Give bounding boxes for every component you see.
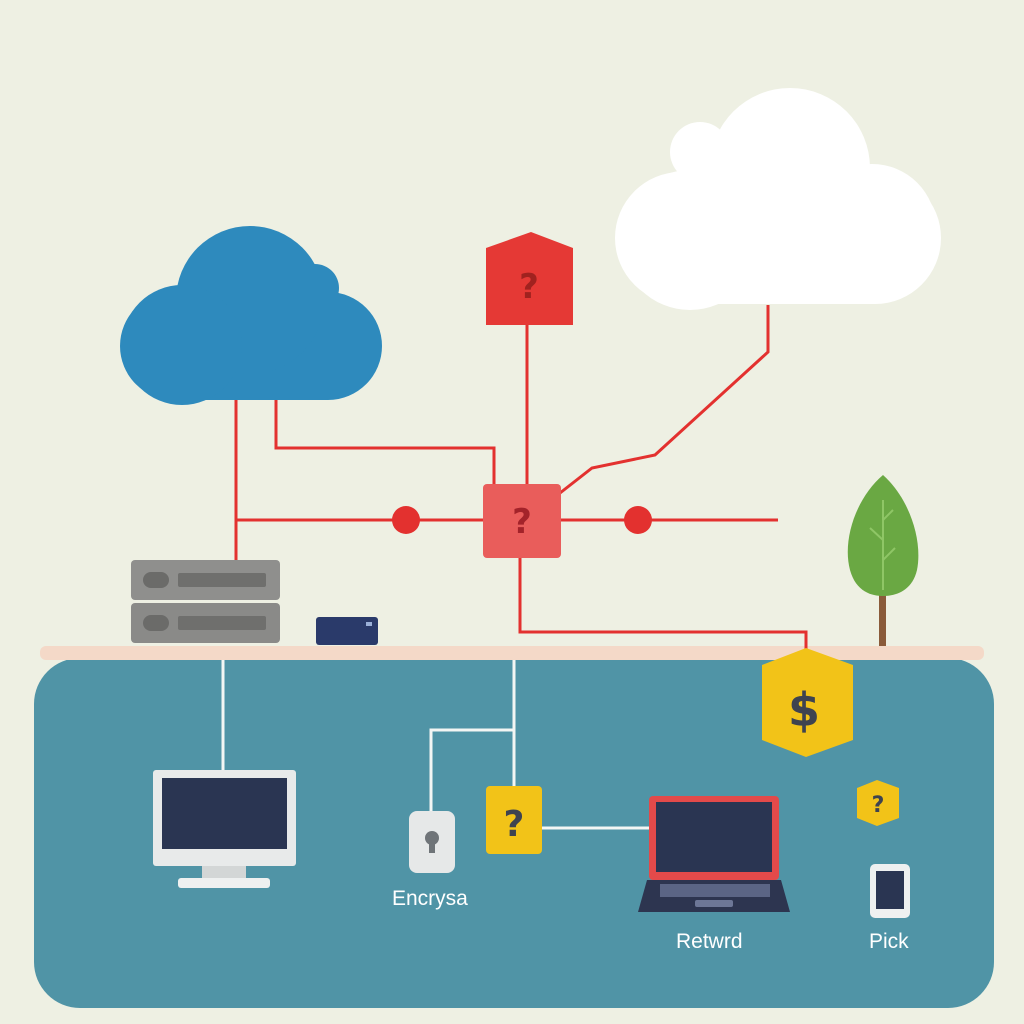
- question-box-icon: ?: [486, 786, 542, 854]
- svg-text:?: ?: [872, 793, 885, 818]
- padlock-device-icon: [409, 811, 455, 873]
- router-icon: [316, 617, 378, 645]
- question-box-icon: ?: [486, 232, 573, 325]
- svg-text:$: $: [788, 683, 820, 737]
- svg-text:?: ?: [519, 267, 539, 307]
- tablet-icon: [870, 864, 910, 918]
- server-rack-icon: [131, 560, 280, 643]
- svg-text:?: ?: [512, 502, 532, 542]
- tablet-label: Pick: [869, 930, 909, 953]
- cloud-icon: [120, 226, 382, 405]
- junction-node-right: [624, 506, 652, 534]
- ground-strip: [40, 646, 984, 660]
- connector-lines: [234, 305, 808, 660]
- laptop-icon: [638, 796, 790, 912]
- question-box-icon: ?: [483, 484, 561, 558]
- desktop-monitor-icon: [153, 770, 296, 888]
- svg-text:?: ?: [504, 804, 525, 845]
- question-shield-icon: ?: [857, 780, 899, 826]
- dollar-shield-icon: $: [762, 648, 853, 757]
- tree-icon: [847, 475, 919, 646]
- padlock-label: Encrysa: [392, 887, 468, 910]
- lan-lines: [221, 660, 650, 830]
- laptop-label: Retwrd: [676, 930, 743, 953]
- junction-node-left: [392, 506, 420, 534]
- cloud-icon: [615, 88, 941, 310]
